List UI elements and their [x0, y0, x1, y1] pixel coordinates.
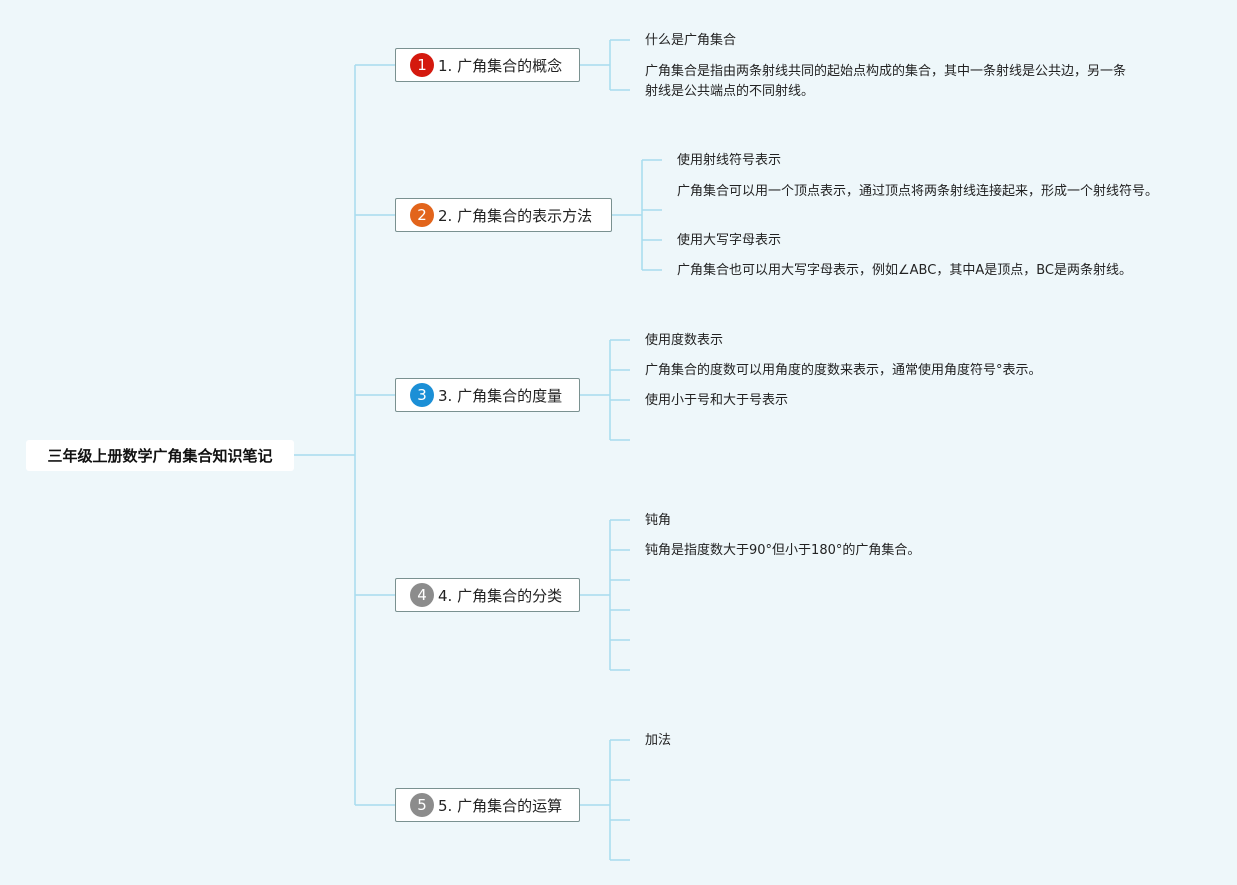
leaf-5-1[interactable]: 加法: [645, 733, 672, 748]
leaf-2-1[interactable]: 使用射线符号表示: [677, 153, 782, 168]
branch-topic-2-label: 2. 广角集合的表示方法: [438, 206, 593, 225]
leaf-3-3[interactable]: 使用小于号和大于号表示: [645, 393, 789, 408]
leaf-1-2[interactable]: 广角集合是指由两条射线共同的起始点构成的集合，其中一条射线是公共边，另一条射线是…: [645, 64, 1127, 99]
branch-topic-5[interactable]: 5 5. 广角集合的运算: [395, 788, 580, 822]
number-badge-4: 4: [410, 583, 434, 607]
leaf-4-1[interactable]: 钝角: [645, 513, 672, 528]
branch-topic-3[interactable]: 3 3. 广角集合的度量: [395, 378, 580, 412]
branch-topic-5-label: 5. 广角集合的运算: [438, 796, 563, 815]
leaf-1-1[interactable]: 什么是广角集合: [645, 33, 737, 48]
branch-topic-3-label: 3. 广角集合的度量: [438, 386, 563, 405]
number-badge-5: 5: [410, 793, 434, 817]
leaf-2-4[interactable]: 广角集合也可以用大写字母表示，例如∠ABC，其中A是顶点，BC是两条射线。: [677, 263, 1132, 278]
leaf-3-1[interactable]: 使用度数表示: [645, 333, 724, 348]
leaf-4-2[interactable]: 钝角是指度数大于90°但小于180°的广角集合。: [645, 543, 921, 558]
branch-topic-2[interactable]: 2 2. 广角集合的表示方法: [395, 198, 612, 232]
number-badge-1: 1: [410, 53, 434, 77]
branch-topic-1-label: 1. 广角集合的概念: [438, 56, 563, 75]
branch-topic-4[interactable]: 4 4. 广角集合的分类: [395, 578, 580, 612]
leaf-2-3[interactable]: 使用大写字母表示: [677, 233, 782, 248]
root-topic-label: 三年级上册数学广角集合知识笔记: [47, 447, 273, 465]
root-topic[interactable]: 三年级上册数学广角集合知识笔记: [26, 440, 294, 471]
leaf-2-2[interactable]: 广角集合可以用一个顶点表示，通过顶点将两条射线连接起来，形成一个射线符号。: [677, 184, 1159, 199]
branch-topic-4-label: 4. 广角集合的分类: [438, 586, 563, 605]
number-badge-3: 3: [410, 383, 434, 407]
leaf-3-2[interactable]: 广角集合的度数可以用角度的度数来表示，通常使用角度符号°表示。: [645, 363, 1042, 378]
number-badge-2: 2: [410, 203, 434, 227]
branch-topic-1[interactable]: 1 1. 广角集合的概念: [395, 48, 580, 82]
